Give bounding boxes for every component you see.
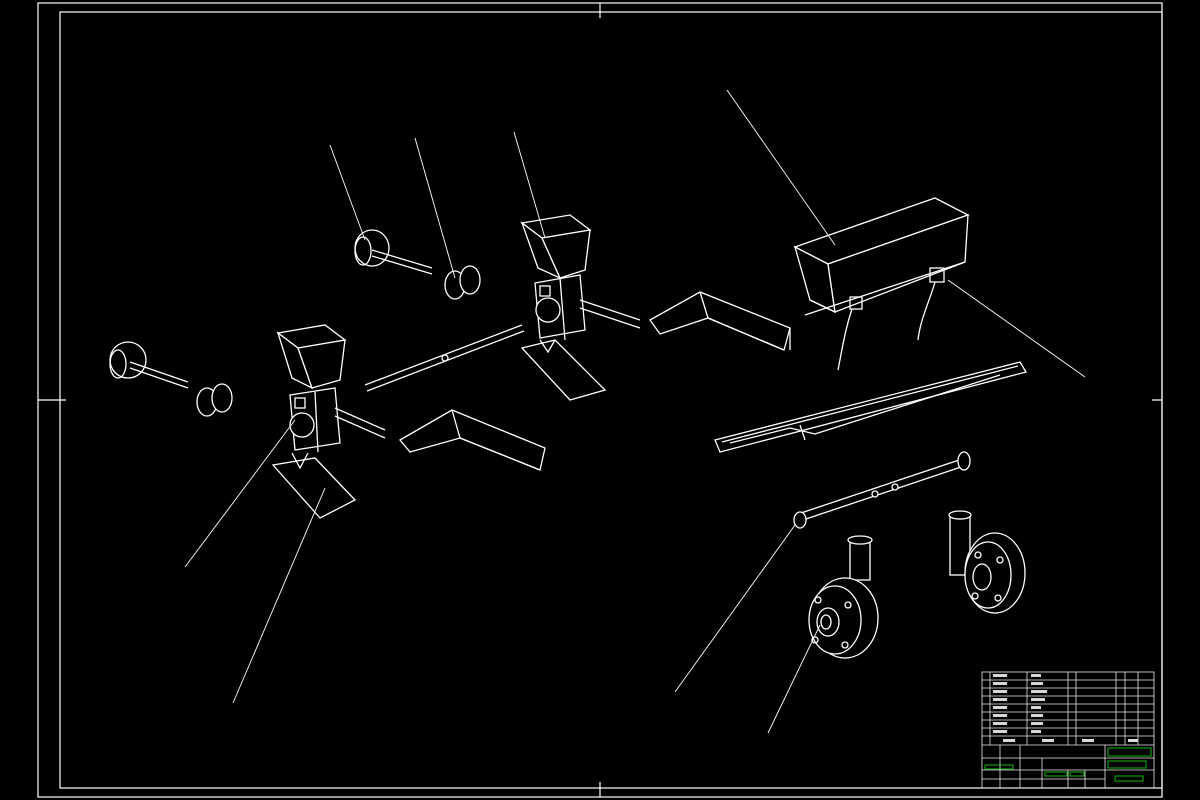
metering-unit-lower: [271, 324, 386, 519]
frame-arm-lower: [399, 409, 546, 471]
seed-disc-lower: [196, 383, 233, 417]
frame-beam: [714, 361, 1028, 453]
title-area: [982, 745, 1154, 788]
metering-unit-upper: [520, 214, 641, 401]
seed-cup-upper: [354, 229, 433, 275]
title-block: [981, 671, 1155, 789]
connecting-shaft: [364, 324, 525, 392]
seed-box-hopper: [793, 197, 970, 371]
seed-cup-lower: [109, 341, 189, 389]
leader-lines: [184, 89, 1086, 734]
drive-shaft: [793, 451, 971, 529]
ground-wheel-rear: [948, 510, 1026, 614]
parts-list-grid: [982, 672, 1154, 746]
ground-wheel-front: [808, 535, 879, 659]
seed-disc-upper: [444, 265, 481, 300]
frame-arm-upper: [649, 291, 791, 351]
